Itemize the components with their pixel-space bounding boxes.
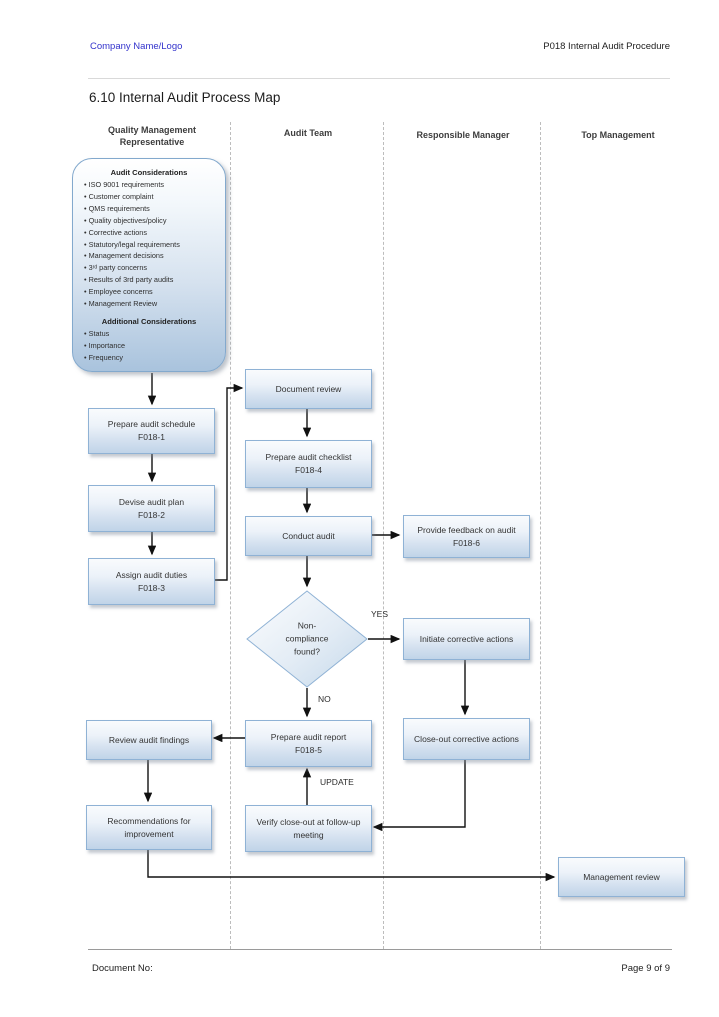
header-divider xyxy=(88,78,670,79)
company-logo-link[interactable]: Company Name/Logo xyxy=(90,41,183,52)
node-label: Provide feedback on audit F018-6 xyxy=(417,524,516,548)
node-label: Devise audit plan xyxy=(118,496,185,507)
node-form: F018-5 xyxy=(295,744,322,755)
diamond-shape xyxy=(246,590,368,688)
node-assign-audit-duties: Assign audit duties F018-3 xyxy=(88,558,215,605)
node-recommendations-improvement: Recommendations for improvement xyxy=(86,805,212,850)
lane-header-top-management: Top Management xyxy=(581,130,655,140)
node-form: F018-4 xyxy=(295,465,322,475)
node-initiate-corrective-actions: Initiate corrective actions xyxy=(403,618,530,660)
footer-document-no: Document No: xyxy=(92,963,153,974)
bullet-item: Frequency xyxy=(84,352,225,364)
edge-label-update: UPDATE xyxy=(320,777,354,787)
node-review-audit-findings: Review audit findings xyxy=(86,720,212,760)
node-devise-audit-plan: Devise audit plan F018-2 xyxy=(88,485,215,532)
footer-page-number: Page 9 of 9 xyxy=(621,963,670,974)
node-verify-closeout: Verify close-out at follow-up meeting xyxy=(245,805,372,852)
node-label: Recommendations for improvement xyxy=(107,815,191,839)
bullet-item: QMS requirements xyxy=(84,203,225,215)
node-form: F018-1 xyxy=(138,432,165,442)
lane-header-qmr: Quality Management Representative xyxy=(107,125,197,147)
node-label: Close-out corrective actions xyxy=(414,733,519,744)
node-management-review: Management review xyxy=(558,857,685,897)
additional-considerations-list: StatusImportanceFrequency xyxy=(73,328,225,364)
edge-label-yes: YES xyxy=(371,609,389,619)
node-label: Management review xyxy=(583,871,660,882)
bullet-item: Status xyxy=(84,328,225,340)
bullet-item: Employee concerns xyxy=(84,286,225,298)
header-doc-title: P018 Internal Audit Procedure xyxy=(543,41,670,52)
considerations-list: ISO 9001 requirementsCustomer complaintQ… xyxy=(73,179,225,310)
node-label: Assign audit duties xyxy=(115,569,188,580)
node-label: Prepare audit checklist xyxy=(265,452,352,462)
node-form: F018-3 xyxy=(138,582,165,593)
bullet-item: Management decisions xyxy=(84,250,225,262)
node-label: Prepare audit report xyxy=(270,731,347,742)
node-provide-feedback: Provide feedback on audit F018-6 xyxy=(403,515,530,558)
node-label: Non-compliance found? xyxy=(285,620,329,657)
node-prepare-audit-schedule: Prepare audit schedule F018-1 xyxy=(88,408,215,454)
bullet-item: Management Review xyxy=(84,298,225,310)
lane-divider xyxy=(540,122,541,949)
additional-considerations-title: Additional Considerations xyxy=(101,316,197,326)
node-label: Verify close-out at follow-up meeting xyxy=(256,816,361,840)
node-prepare-audit-checklist: Prepare audit checklist F018-4 xyxy=(245,440,372,488)
edge-label-no: NO xyxy=(318,694,331,704)
node-document-review: Document review xyxy=(245,369,372,409)
lane-divider xyxy=(230,122,231,949)
audit-considerations-box: Audit Considerations ISO 9001 requiremen… xyxy=(72,158,226,372)
considerations-title: Audit Considerations xyxy=(110,168,188,177)
bullet-item: Customer complaint xyxy=(84,191,225,203)
page-title: 6.10 Internal Audit Process Map xyxy=(89,90,281,105)
bullet-item: 3ʳᵈ party concerns xyxy=(84,262,225,274)
bullet-item: Corrective actions xyxy=(84,227,225,239)
bullet-item: Results of 3rd party audits xyxy=(84,274,225,286)
bullet-item: Statutory/legal requirements xyxy=(84,239,225,251)
lane-header-responsible-manager: Responsible Manager xyxy=(416,130,510,140)
lane-divider xyxy=(383,122,384,949)
node-closeout-corrective-actions: Close-out corrective actions xyxy=(403,718,530,760)
node-label: Document review xyxy=(275,383,342,394)
node-form: F018-2 xyxy=(138,509,165,520)
footer-divider xyxy=(88,949,672,950)
node-conduct-audit: Conduct audit xyxy=(245,516,372,556)
node-prepare-audit-report: Prepare audit report F018-5 xyxy=(245,720,372,767)
lane-header-audit-team: Audit Team xyxy=(283,128,333,138)
decision-noncompliance-found: Non-compliance found? xyxy=(246,590,368,688)
node-label: Initiate corrective actions xyxy=(419,633,514,644)
node-label: Conduct audit xyxy=(282,530,335,541)
node-label: Prepare audit schedule xyxy=(107,419,196,429)
bullet-item: ISO 9001 requirements xyxy=(84,179,225,191)
bullet-item: Importance xyxy=(84,340,225,352)
bullet-item: Quality objectives/policy xyxy=(84,215,225,227)
node-label: Review audit findings xyxy=(108,734,190,745)
